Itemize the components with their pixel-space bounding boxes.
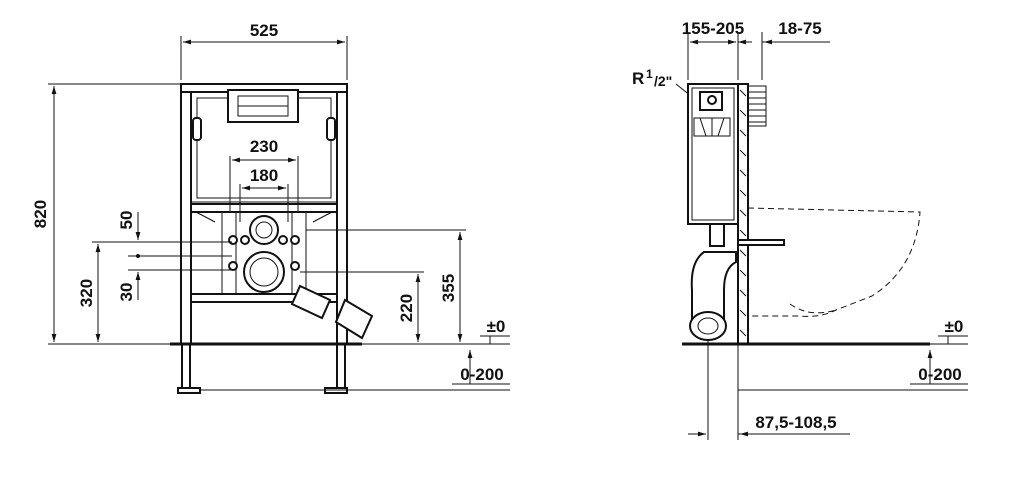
front-foot-range-label: 0-200: [460, 365, 503, 384]
inner-width-label: 230: [250, 137, 278, 156]
side-wall: [737, 83, 767, 345]
outlet-range-label: 87,5-108,5: [755, 413, 836, 432]
pipe-label-main: R: [632, 69, 644, 88]
inner-width-small-label: 180: [250, 166, 278, 185]
side-view: 155-205 18-75 R 1 /2": [632, 19, 968, 440]
side-cistern: [687, 83, 739, 225]
depth-range-label: 155-205: [682, 19, 744, 38]
width-label: 525: [250, 21, 278, 40]
front-floor-zero-label: ±0: [487, 317, 506, 336]
side-floor-zero-label: ±0: [945, 317, 964, 336]
front-view: 525: [31, 21, 510, 394]
toilet-outline: [747, 207, 921, 317]
pipe-thread-label: R 1 /2": [632, 67, 697, 101]
front-frame: [177, 83, 374, 394]
height-label: 820: [31, 200, 50, 228]
side-mounting-bolt: [737, 239, 785, 246]
offset-30-label: 30: [117, 283, 136, 302]
height-320-label: 320: [77, 279, 96, 307]
pipe-label-sub: /2": [654, 73, 672, 89]
side-drain: [689, 223, 737, 341]
pipe-label-sup: 1: [646, 67, 653, 81]
wall-range-label: 18-75: [778, 19, 821, 38]
height-355-label: 355: [439, 274, 458, 302]
offset-50-label: 50: [117, 211, 136, 230]
side-foot-range-label: 0-200: [918, 365, 961, 384]
height-220-label: 220: [397, 294, 416, 322]
